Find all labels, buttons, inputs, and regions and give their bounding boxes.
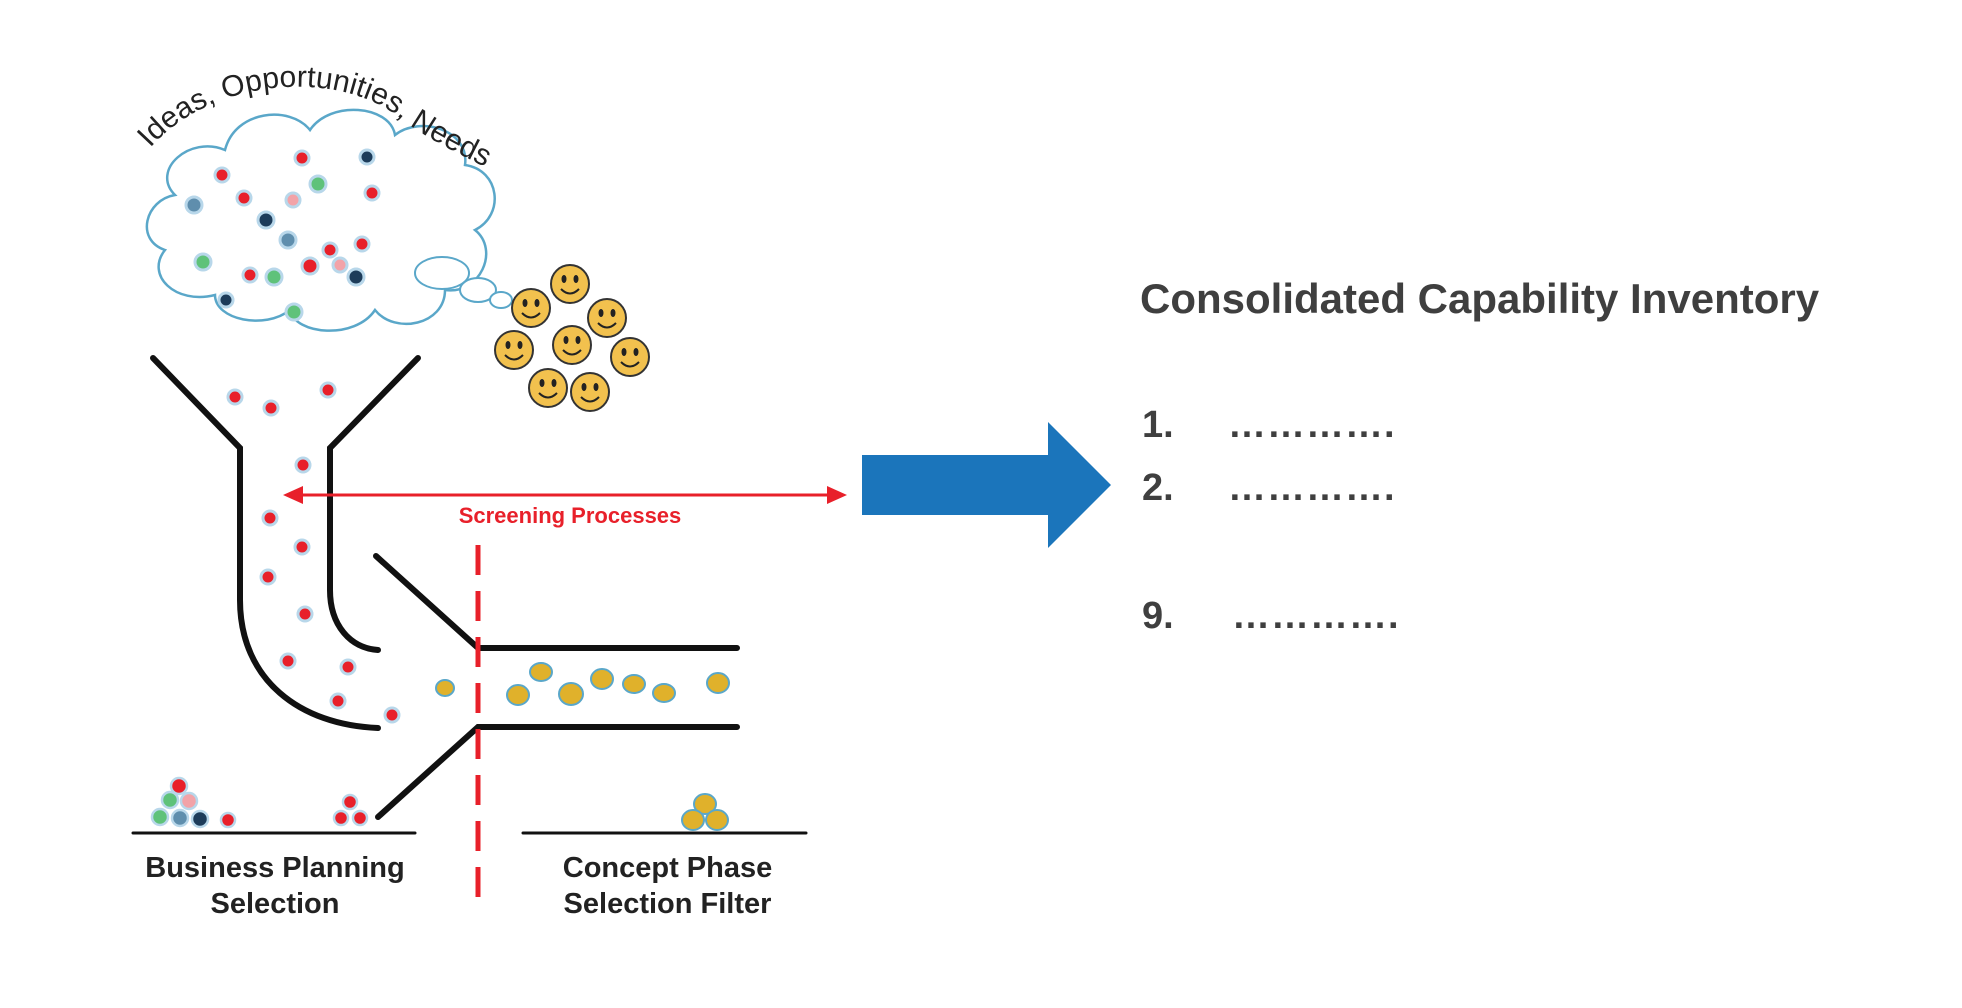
business-pile: [150, 776, 369, 829]
inventory-item-number: 1.: [1142, 404, 1174, 446]
funnel-right-wall: [327, 355, 421, 653]
inventory-title: Consolidated Capability Inventory: [1140, 275, 1820, 322]
smiley-face-icon: [610, 337, 650, 377]
smiley-face-icon: [494, 330, 534, 370]
inventory-item: 2. ………….: [1142, 467, 1396, 510]
idea-cloud: [145, 108, 496, 332]
business-label-line1: Business Planning: [145, 852, 405, 884]
inventory-item-text: ………….: [1228, 404, 1396, 446]
inventory-item: 9. ………….: [1142, 595, 1400, 638]
inventory-item-number: 9.: [1142, 595, 1174, 637]
inventory-item: 1. ………….: [1142, 404, 1396, 447]
pipe-gold-dots: [435, 662, 730, 706]
pipe-lower-wall: [375, 724, 740, 820]
funnel-left-wall: [150, 355, 381, 731]
inventory-item-text: ………….: [1228, 467, 1396, 509]
funnel-dots: [226, 381, 401, 724]
thought-bubbles: [414, 256, 513, 309]
smiley-face-icon: [570, 372, 610, 412]
screening-label: Screening Processes: [459, 503, 682, 528]
inventory-item-number: 2.: [1142, 467, 1174, 509]
pipe-upper-wall: [373, 553, 740, 651]
smiley-face-icon: [552, 325, 592, 365]
business-planning-label: Business Planning Selection: [130, 850, 420, 922]
stakeholder-smileys: [494, 264, 650, 412]
concept-label-line1: Concept Phase: [562, 852, 773, 884]
inventory-item-text: ………….: [1232, 595, 1400, 637]
concept-label-line2: Selection Filter: [563, 888, 772, 920]
smiley-face-icon: [550, 264, 590, 304]
cloud-dots: [184, 148, 381, 322]
smiley-face-icon: [511, 288, 551, 328]
funnel: [131, 355, 808, 835]
business-label-line2: Selection: [210, 888, 340, 920]
concept-pile: [681, 793, 729, 831]
screening-arrow: [283, 486, 847, 504]
smiley-face-icon: [587, 298, 627, 338]
smiley-face-icon: [528, 368, 568, 408]
result-arrow: [862, 422, 1111, 548]
concept-phase-label: Concept Phase Selection Filter: [525, 850, 810, 922]
